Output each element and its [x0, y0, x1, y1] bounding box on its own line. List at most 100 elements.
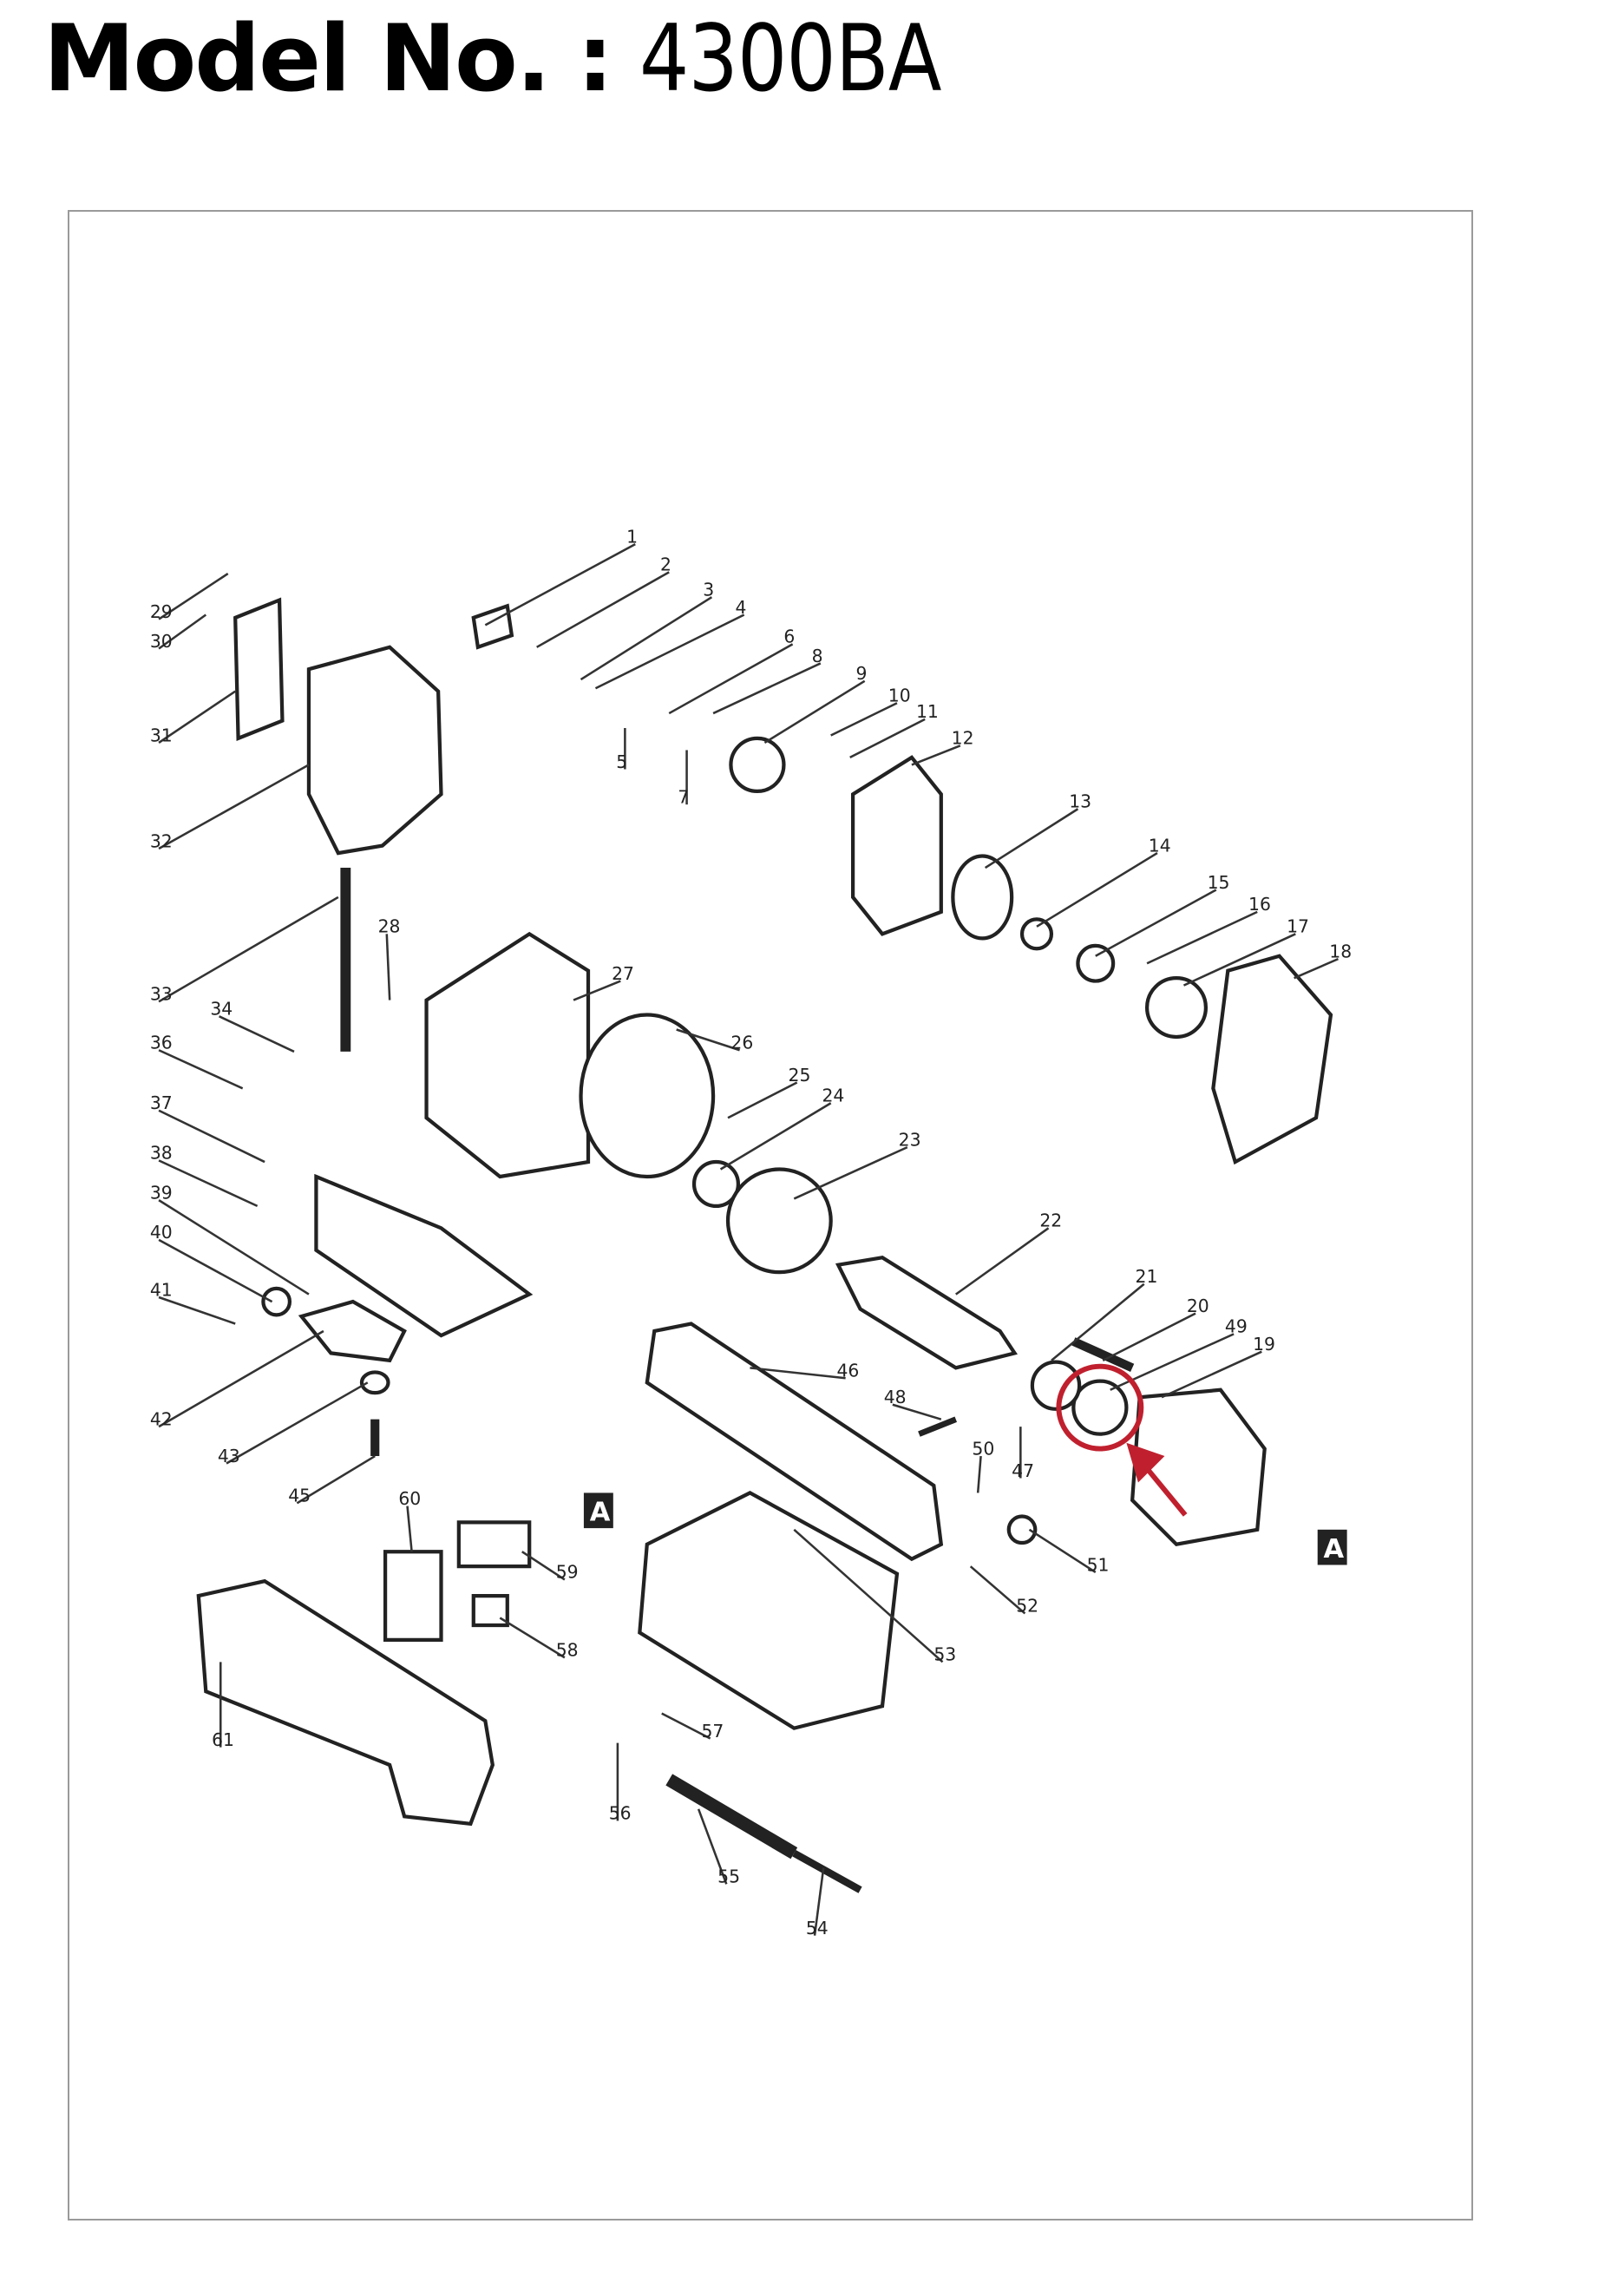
part-number-label[interactable]: 37 [150, 1092, 173, 1113]
part-number-label[interactable]: 22 [1039, 1210, 1062, 1231]
part-number-label[interactable]: 6 [783, 626, 795, 647]
part-number-label[interactable]: 56 [609, 1803, 632, 1824]
part-number-label[interactable]: 10 [888, 686, 911, 706]
slider-plate-12 [850, 755, 943, 936]
leader-line [1051, 1282, 1145, 1361]
part-number-label[interactable]: 18 [1329, 941, 1352, 961]
leader-line [793, 1528, 944, 1663]
leader-line [969, 1565, 1026, 1615]
leader-line [296, 1454, 376, 1505]
disc-17 [1144, 976, 1209, 1040]
part-number-label[interactable]: 4 [736, 597, 747, 618]
part-number-label[interactable]: 1 [626, 526, 638, 547]
gear-13 [951, 854, 1014, 941]
part-number-label[interactable]: 7 [678, 786, 689, 807]
leader-line [1161, 1350, 1262, 1399]
part-number-label[interactable]: 17 [1287, 916, 1309, 937]
part-number-label[interactable]: 50 [972, 1438, 994, 1459]
part-number-label[interactable]: 3 [703, 579, 714, 600]
part-number-label[interactable]: 39 [150, 1182, 173, 1203]
model-label: Model No. [43, 5, 551, 112]
part-number-label[interactable]: 48 [884, 1387, 907, 1407]
part-number-label[interactable]: 23 [899, 1129, 921, 1150]
part-number-label[interactable]: 25 [789, 1065, 811, 1086]
leader-line [1294, 957, 1339, 980]
part-number-label[interactable]: 52 [1016, 1596, 1038, 1617]
part-number-label[interactable]: 40 [150, 1222, 173, 1243]
svg-text:A: A [590, 1498, 611, 1528]
part-number-label[interactable]: 38 [150, 1143, 173, 1164]
part-number-label[interactable]: 46 [836, 1361, 859, 1381]
diagram-frame [68, 210, 1473, 2221]
part-number-label[interactable]: 21 [1136, 1266, 1158, 1287]
part-number-label[interactable]: 27 [612, 963, 634, 984]
leader-line [955, 1227, 1050, 1296]
part-number-label[interactable]: 2 [660, 554, 671, 575]
leader-line [573, 980, 621, 1001]
part-number-label[interactable]: 12 [952, 728, 974, 749]
part-number-label[interactable]: 60 [398, 1488, 421, 1509]
model-separator: : [576, 5, 613, 112]
part-number-label[interactable]: 5 [616, 751, 627, 772]
part-number-label[interactable]: 28 [378, 916, 401, 937]
part-number-label[interactable]: 9 [855, 663, 867, 684]
part-number-label[interactable]: 16 [1248, 894, 1271, 915]
part-number-label[interactable]: 8 [812, 646, 823, 666]
part-number-label[interactable]: 30 [150, 631, 173, 652]
leader-line [727, 1081, 798, 1119]
part-number-label[interactable]: 58 [556, 1640, 579, 1661]
cover-plate-31 [233, 597, 285, 741]
part-number-label[interactable]: 55 [717, 1866, 740, 1887]
part-number-label[interactable]: 15 [1208, 872, 1230, 893]
part-number-label[interactable]: 41 [150, 1279, 173, 1300]
part-number-label[interactable]: 57 [702, 1721, 724, 1742]
part-number-label[interactable]: 31 [150, 725, 173, 745]
leader-line [158, 1109, 265, 1164]
part-number-label[interactable]: 59 [556, 1562, 579, 1583]
part-number-label[interactable]: 19 [1253, 1334, 1275, 1355]
leader-line [158, 1159, 259, 1208]
leader-line [158, 1199, 310, 1296]
part-number-label[interactable]: 61 [212, 1729, 234, 1750]
leader-line [158, 1238, 273, 1303]
leader-line [158, 1049, 244, 1090]
part-number-label[interactable]: 43 [218, 1446, 240, 1466]
part-number-label[interactable]: 45 [288, 1486, 311, 1506]
leader-line [1146, 910, 1258, 965]
page-title: Model No. : 4300BA [43, 7, 994, 111]
leader-line [1095, 889, 1217, 957]
ring-26 [579, 1013, 716, 1179]
part-number-label[interactable]: 47 [1012, 1460, 1034, 1481]
part-number-label[interactable]: 34 [210, 999, 233, 1020]
cord-guard-55 [665, 1774, 798, 1860]
part-number-label[interactable]: 26 [730, 1033, 753, 1053]
part-number-label[interactable]: 42 [150, 1408, 173, 1429]
leader-line [536, 571, 670, 648]
part-number-label[interactable]: 29 [150, 601, 173, 622]
plate-18 [1211, 954, 1333, 1165]
leader-line [1102, 1312, 1196, 1362]
cord-54 [792, 1849, 862, 1893]
part-number-label[interactable]: 32 [150, 830, 173, 851]
leader-line [580, 596, 713, 681]
leader-line [158, 690, 236, 745]
part-number-label[interactable]: 36 [150, 1033, 173, 1053]
part-number-label[interactable]: 53 [933, 1644, 956, 1665]
model-number: 4300BA [639, 5, 942, 112]
leader-line [158, 613, 207, 650]
part-number-label[interactable]: 49 [1225, 1316, 1248, 1337]
leader-line [226, 1381, 369, 1465]
svg-text:A: A [1324, 1534, 1345, 1565]
roller-holder-42 [298, 1299, 407, 1363]
part-number-label[interactable]: 51 [1087, 1554, 1110, 1575]
part-number-label[interactable]: 14 [1149, 835, 1171, 856]
part-number-label[interactable]: 20 [1187, 1296, 1209, 1316]
part-number-label[interactable]: 33 [150, 984, 173, 1005]
part-number-label[interactable]: 13 [1069, 791, 1091, 812]
part-number-label[interactable]: 11 [916, 701, 939, 722]
part-number-label[interactable]: 54 [806, 1918, 829, 1938]
armature-22 [835, 1256, 1018, 1370]
leader-line [763, 679, 866, 745]
part-number-label[interactable]: 24 [822, 1086, 845, 1106]
